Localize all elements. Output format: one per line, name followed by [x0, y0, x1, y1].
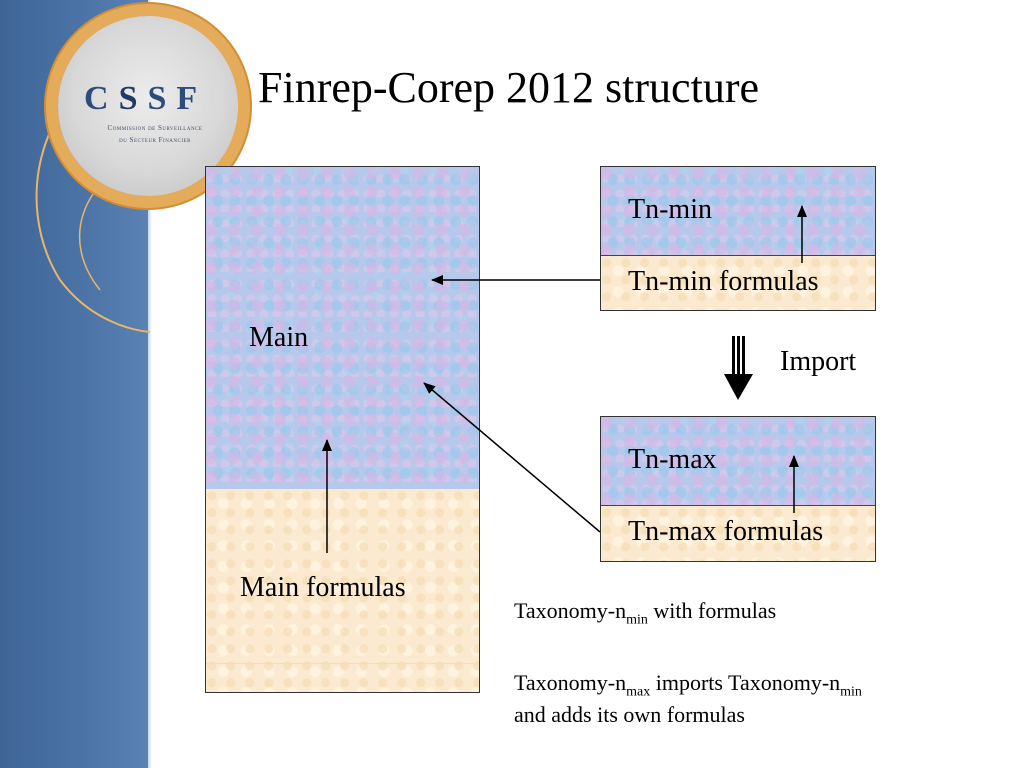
- tn-max-section: [601, 417, 875, 506]
- import-label: Import: [780, 346, 857, 377]
- slide-title: Finrep-Corep 2012 structure: [258, 63, 759, 112]
- main-formulas-section: [206, 489, 479, 692]
- tn-max-box: Tn-max Tn-max formulas: [600, 416, 876, 562]
- tn-max-formulas-section: [601, 506, 875, 561]
- note-taxonomy-max-line2: and adds its own formulas: [514, 702, 745, 727]
- sidebar-edge: [148, 0, 152, 768]
- tn-min-label: Tn-min: [628, 194, 712, 225]
- tn-max-label: Tn-max: [628, 444, 717, 475]
- logo-subtitle-line2: du Secteur Financier: [119, 136, 191, 144]
- logo-letters: CSSF: [84, 80, 208, 117]
- main-label: Main: [249, 322, 309, 353]
- tn-min-formulas-section: [601, 256, 875, 310]
- main-section: [206, 167, 479, 490]
- tn-max-formulas-label: Tn-max formulas: [628, 516, 824, 547]
- note-taxonomy-max: Taxonomy-nmax imports Taxonomy-nmin: [514, 670, 862, 700]
- tn-max-formulas-to-main-arrow: [423, 382, 601, 533]
- main-formulas-divider: [206, 663, 479, 664]
- tn-min-formulas-label: Tn-min formulas: [628, 266, 819, 297]
- main-formulas-label: Main formulas: [240, 572, 406, 603]
- note-taxonomy-min: Taxonomy-nmin with formulas: [514, 598, 777, 628]
- tn-min-section: [601, 167, 875, 256]
- tn-min-box: Tn-min Tn-min formulas: [600, 166, 876, 311]
- main-taxonomy-box: Main Main formulas: [205, 166, 480, 693]
- cssf-logo: CSSF Commission de Surveillance du Secte…: [58, 16, 238, 196]
- logo-subtitle-line1: Commission de Surveillance: [107, 124, 203, 132]
- import-arrow: [724, 336, 753, 400]
